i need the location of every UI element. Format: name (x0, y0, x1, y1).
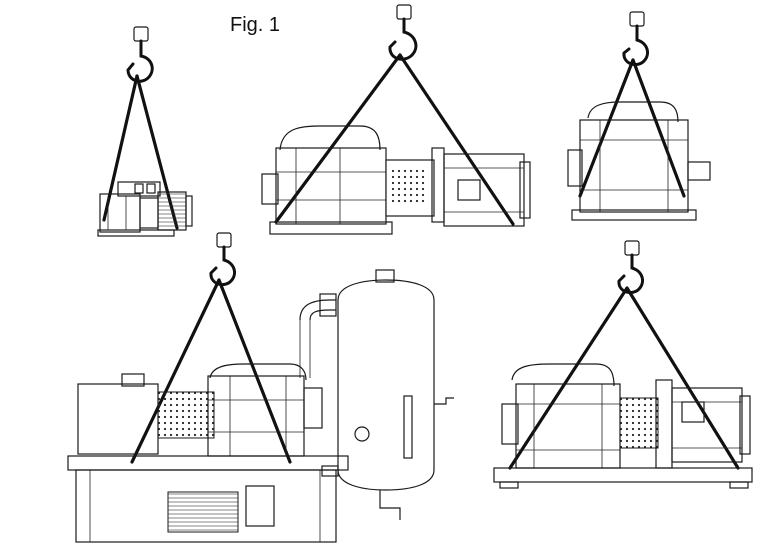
lifting-sling (274, 53, 515, 226)
crane-hook-icon (209, 232, 237, 287)
lifting-sling (578, 58, 686, 198)
panel-skid-with-tank (67, 232, 454, 543)
panel-pump-end-view (567, 11, 711, 221)
skid-pump-unit (67, 363, 349, 543)
figure-caption: Fig. 1 (230, 14, 281, 36)
crane-hook-icon (388, 4, 418, 61)
pump-end-unit (567, 101, 711, 221)
lifting-sling (508, 286, 740, 470)
small-pump-unit (97, 181, 193, 237)
panel-pump-baseplate (493, 240, 753, 489)
crane-hook-icon (622, 11, 650, 67)
crane-hook-icon (617, 240, 645, 295)
separator-tank (299, 269, 454, 520)
panel-pump-motor (261, 4, 531, 235)
panel-small-pump (97, 26, 193, 237)
crane-hook-icon (126, 26, 154, 83)
baseplate-pump-unit (493, 363, 753, 489)
vacuum-pump-unit (261, 125, 531, 235)
